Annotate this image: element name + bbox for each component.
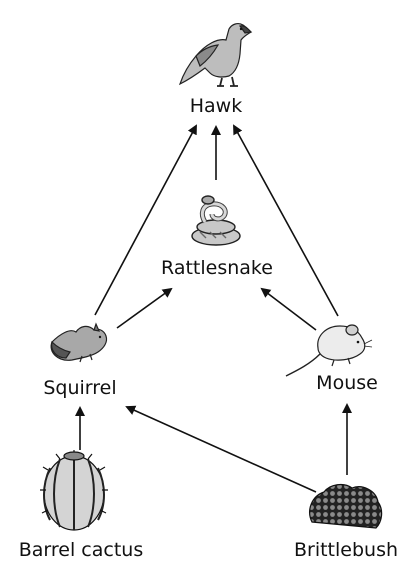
squirrel-icon [50,322,108,363]
barrel-cactus-icon [40,450,108,531]
arrows [75,124,352,493]
mouse-icon [285,324,373,377]
barrel-cactus-label: Barrel cactus [19,539,143,561]
brittlebush-label: Brittlebush [294,539,398,561]
hawk-label: Hawk [190,95,242,117]
arrow-squirrel-to-hawk [94,124,197,316]
arrow-squirrel-to-rattlesnake [116,287,173,329]
rattlesnake-label: Rattlesnake [161,257,273,279]
arrow-mouse-to-hawk [233,124,339,317]
hawk-icon [178,23,253,87]
squirrel-label: Squirrel [43,377,116,399]
arrow-mouse-to-rattlesnake [260,287,317,331]
arrow-brittlebush-to-squirrel [125,405,317,493]
rattlesnake-icon [191,195,241,246]
mouse-label: Mouse [316,372,378,394]
brittlebush-icon [309,483,383,529]
